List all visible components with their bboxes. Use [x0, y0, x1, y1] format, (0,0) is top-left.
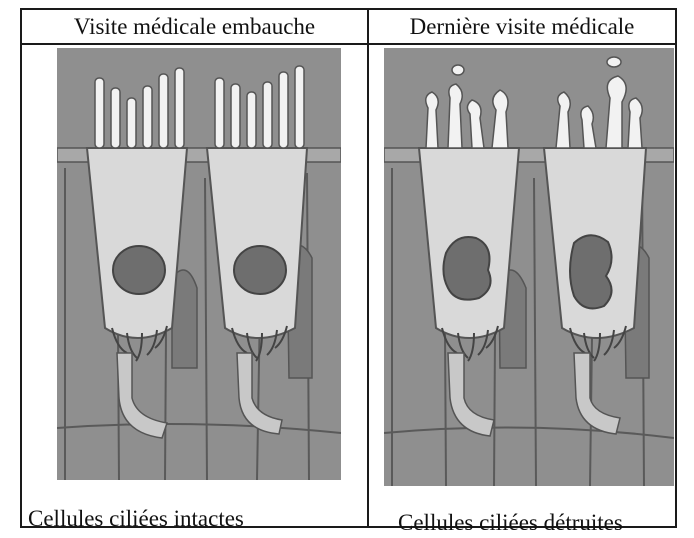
caption-right: Cellules ciliées détruites — [398, 510, 623, 536]
intact-hair-cells-image — [57, 48, 341, 480]
caption-left: Cellules ciliées intactes — [28, 506, 244, 532]
header-divider — [20, 43, 677, 45]
column-divider — [367, 8, 369, 528]
header-right: Dernière visite médicale — [369, 10, 675, 43]
header-left: Visite médicale embauche — [22, 10, 367, 43]
damaged-hair-cells-image — [384, 48, 674, 486]
